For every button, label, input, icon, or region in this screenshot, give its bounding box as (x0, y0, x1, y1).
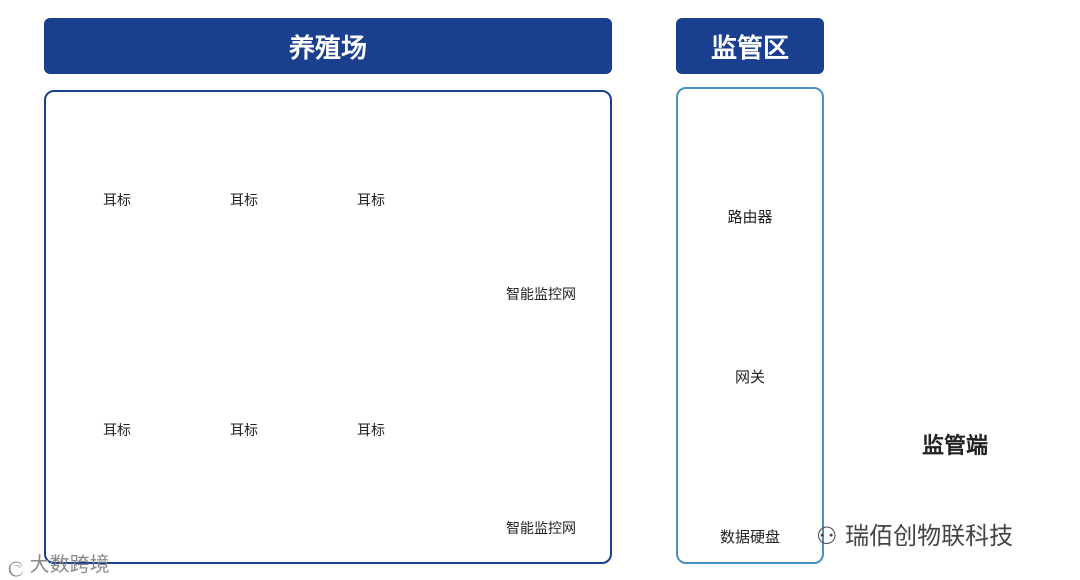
ear-tag-label: 耳标 (357, 193, 385, 209)
wechat-icon: ⚇ (816, 522, 838, 550)
ear-tag-icon (363, 136, 379, 176)
watermark-logo-icon: ල (8, 552, 24, 576)
router-label: 路由器 (727, 208, 773, 226)
wifi-icon (1001, 86, 1026, 113)
watermark-left: ල 大数跨境 (8, 548, 110, 577)
terminal-label: 监管端 (922, 434, 989, 459)
farm-header: 养殖场 (44, 18, 612, 74)
ear-tag-icon (109, 136, 125, 176)
watermark-left-text: 大数跨境 (29, 552, 110, 576)
farm-panel (44, 90, 612, 564)
gateway-label: 网关 (734, 368, 765, 386)
supervision-panel (676, 87, 824, 564)
network-label: 智能监控网 (506, 287, 576, 303)
network-label: 智能监控网 (506, 521, 576, 537)
ear-tag-label: 耳标 (230, 193, 258, 209)
watermark-right: ⚇ 瑞佰创物联科技 (816, 516, 1013, 551)
ear-tag-label: 耳标 (230, 423, 258, 439)
ear-tag-label: 耳标 (357, 423, 385, 439)
disk-label: 数据硬盘 (719, 528, 780, 546)
supervision-header: 监管区 (676, 18, 824, 74)
watermark-right-text: 瑞佰创物联科技 (845, 522, 1014, 550)
ear-tag-icon (236, 136, 252, 176)
cloud-label: 云服务器 (920, 150, 1000, 174)
ear-tag-label: 耳标 (103, 193, 131, 209)
ear-tag-label: 耳标 (103, 423, 131, 439)
